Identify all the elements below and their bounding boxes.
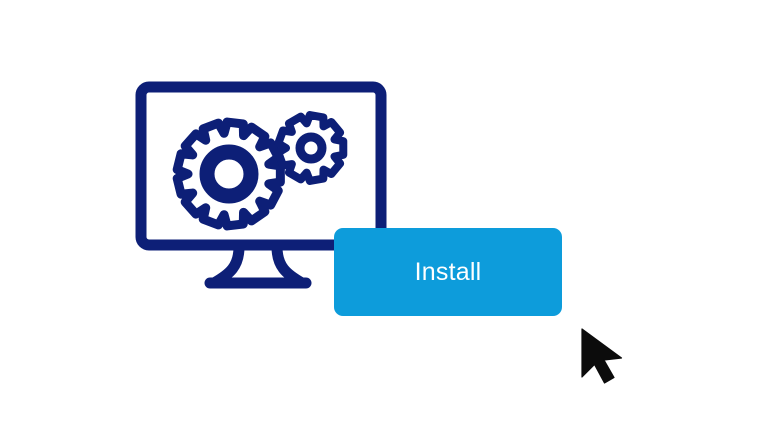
large-gear-icon xyxy=(172,117,285,231)
install-button[interactable]: Install xyxy=(334,228,562,316)
small-gear-hub xyxy=(295,132,327,164)
large-gear-hub xyxy=(199,144,259,204)
cursor-svg xyxy=(581,328,623,384)
monitor-stand xyxy=(204,241,312,289)
mouse-pointer-icon xyxy=(578,326,638,386)
small-gear-icon xyxy=(274,111,348,185)
monitor-with-gears-icon xyxy=(130,76,396,304)
cursor-arrow-shape xyxy=(581,328,623,384)
monitor-svg xyxy=(135,81,387,289)
